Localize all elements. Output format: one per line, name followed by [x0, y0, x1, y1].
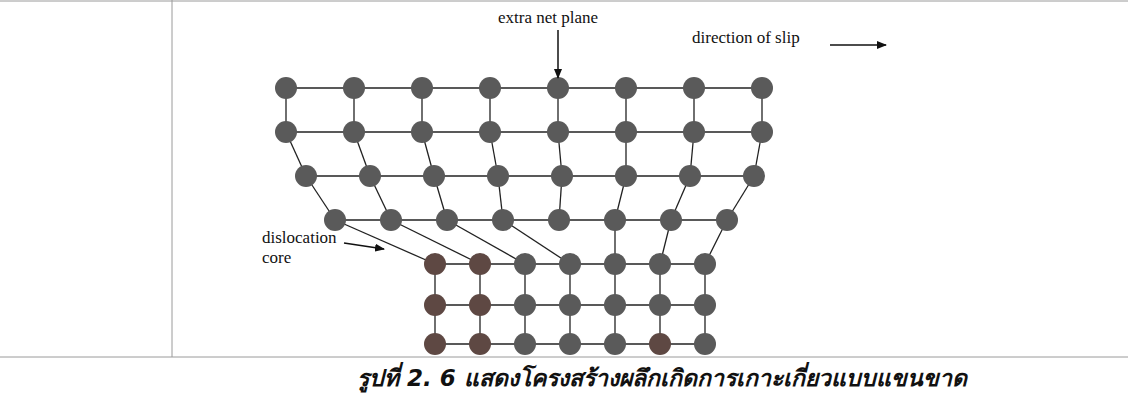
atom	[559, 294, 581, 316]
table-frame	[0, 0, 1128, 357]
atom	[615, 165, 637, 187]
lattice-bonds	[286, 88, 762, 344]
atom	[469, 294, 491, 316]
atom	[604, 294, 626, 316]
atom	[343, 77, 365, 99]
atom	[694, 253, 716, 275]
atom	[649, 333, 671, 355]
label: extra net plane	[498, 8, 598, 28]
atom	[479, 77, 501, 99]
atom	[751, 77, 773, 99]
atom	[514, 294, 536, 316]
label: dislocation core	[262, 228, 342, 267]
atom	[694, 294, 716, 316]
atom	[694, 333, 716, 355]
atom	[424, 253, 446, 275]
atom	[514, 253, 536, 275]
atom	[424, 333, 446, 355]
atom	[492, 209, 514, 231]
atom	[679, 165, 701, 187]
atom	[295, 165, 317, 187]
atom	[716, 209, 738, 231]
atom	[548, 209, 570, 231]
atom	[424, 294, 446, 316]
atom	[324, 209, 346, 231]
atom	[514, 333, 536, 355]
atom	[559, 333, 581, 355]
atom	[649, 294, 671, 316]
atom	[359, 165, 381, 187]
atom	[275, 121, 297, 143]
core-arrow	[344, 243, 384, 249]
atom	[479, 121, 501, 143]
atom	[436, 209, 458, 231]
atom	[411, 77, 433, 99]
atom	[547, 121, 569, 143]
atom	[343, 121, 365, 143]
atom	[487, 165, 509, 187]
atom	[649, 253, 671, 275]
slip-arrow	[830, 44, 886, 46]
atom	[604, 209, 626, 231]
atom	[683, 121, 705, 143]
lattice-atoms	[275, 77, 773, 355]
atom	[559, 253, 581, 275]
atom	[683, 77, 705, 99]
atom	[547, 77, 569, 99]
atom	[275, 77, 297, 99]
atom	[660, 209, 682, 231]
atom	[751, 121, 773, 143]
atom	[551, 165, 573, 187]
label: direction of slip	[692, 28, 800, 48]
atom	[423, 165, 445, 187]
atom	[604, 333, 626, 355]
figure-caption: รูปที่ 2. 6 แสดงโครงสร้างผลึกเกิดการเกาะ…	[0, 360, 1128, 396]
atom	[380, 209, 402, 231]
atom	[469, 253, 491, 275]
atom	[411, 121, 433, 143]
atom	[469, 333, 491, 355]
atom	[615, 77, 637, 99]
plane-arrow	[557, 30, 559, 78]
atom	[615, 121, 637, 143]
atom	[604, 253, 626, 275]
atom	[743, 165, 765, 187]
